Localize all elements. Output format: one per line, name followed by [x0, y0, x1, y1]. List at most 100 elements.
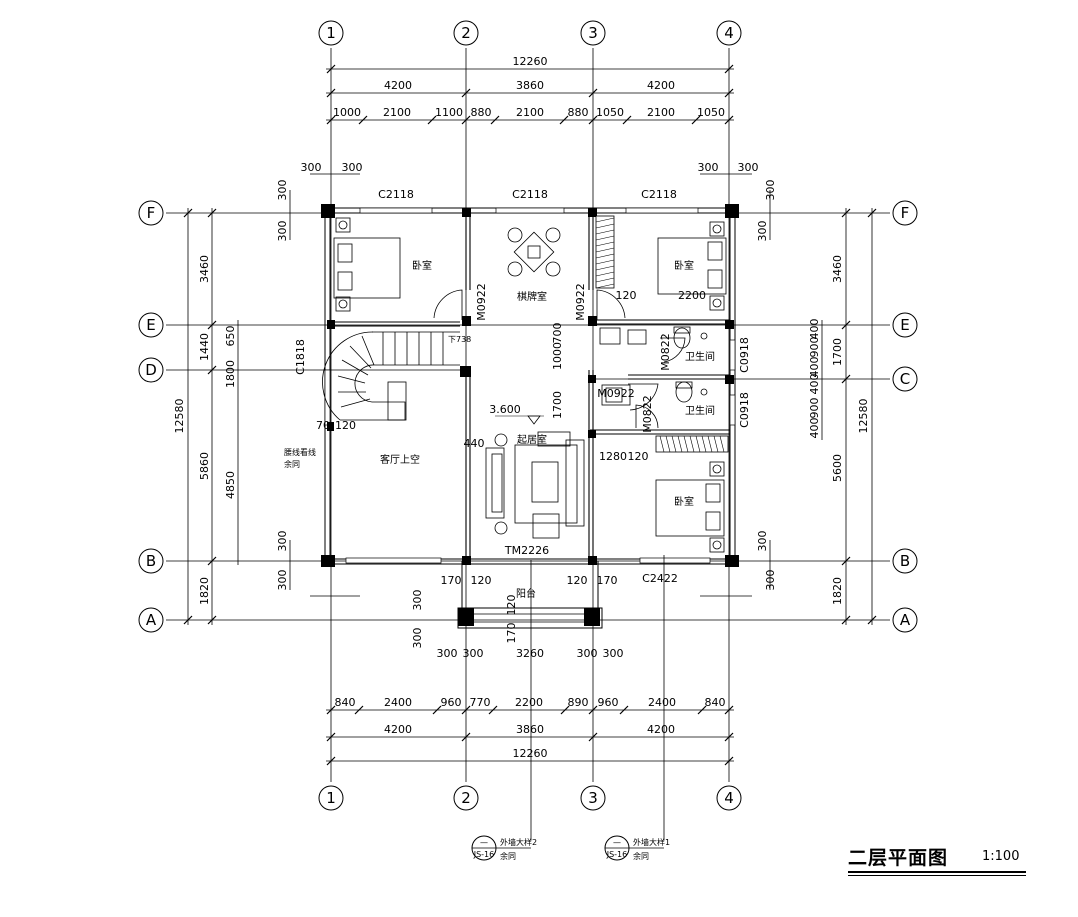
axis-label-D: D — [145, 361, 157, 379]
window-left-label: C1818 — [294, 339, 307, 375]
axis-label-2: 2 — [461, 24, 471, 42]
dim-right-inner-1: 400 — [808, 319, 821, 340]
door-d1-label: M0922 — [475, 283, 488, 321]
dim-left-wall-b2: 300 — [276, 570, 289, 591]
axis-label-3-bottom: 3 — [588, 789, 598, 807]
stair-ne — [595, 215, 615, 289]
dim-balcony-120b: 120 — [567, 574, 588, 587]
dim-left-inner-3: 4850 — [224, 471, 237, 499]
dim-right-wall-t1: 300 — [764, 180, 777, 201]
dim-balcony-170a: 170 — [441, 574, 462, 587]
axis-label-B: B — [146, 552, 156, 570]
door-d2-label: M0922 — [574, 283, 587, 321]
detail-ref-1-note: 余同 — [500, 851, 516, 861]
dim-top-wall-r2: 300 — [738, 161, 759, 174]
dim-left-wall-t1: 300 — [276, 180, 289, 201]
room-bedroom-se: 卧室 — [674, 495, 694, 508]
door-d4-label: M0822 — [659, 333, 672, 371]
dim-bottom-detail-8: 2400 — [648, 696, 676, 709]
waist-line-note: 余同 — [284, 459, 300, 469]
dim-top-bay-1: 4200 — [384, 79, 412, 92]
axis-label-C-right: C — [900, 370, 910, 388]
axis-label-F: F — [147, 204, 156, 222]
dim-balcony-l2: 300 — [411, 628, 424, 649]
waist-line-label: 腰线看线 — [284, 447, 316, 457]
dim-balcony-b4: 300 — [577, 647, 598, 660]
dim-balcony-b2: 300 — [463, 647, 484, 660]
detail-ref-2-number: — — [613, 838, 621, 847]
dim-bottom-bay-3: 4200 — [647, 723, 675, 736]
room-balcony: 阳台 — [516, 587, 536, 600]
door-bottom-label: TM2226 — [504, 544, 549, 557]
room-living-void: 客厅上空 — [380, 453, 420, 466]
window-bottom-right-label: C2422 — [642, 572, 678, 585]
dim-right-inner-3: 400 — [808, 357, 821, 378]
axis-label-B-right: B — [900, 552, 910, 570]
detail-ref-1-label: 外墙大样2 — [500, 837, 537, 847]
room-bedroom-nw: 卧室 — [412, 259, 432, 272]
dim-bottom-bay-1: 4200 — [384, 723, 412, 736]
dim-left-column-2: 120 — [335, 419, 356, 432]
axis-label-E-right: E — [900, 316, 909, 334]
title-underline-thin — [848, 875, 1026, 876]
dim-bottom-detail-4: 770 — [470, 696, 491, 709]
door-d3-label: M0922 — [597, 387, 635, 400]
dim-top-detail-4: 880 — [471, 106, 492, 119]
axis-label-3: 3 — [588, 24, 598, 42]
dim-top-detail-2: 2100 — [383, 106, 411, 119]
dim-top-detail-3: 1100 — [435, 106, 463, 119]
dim-bottom-bay-2: 3860 — [516, 723, 544, 736]
stair-down-label: 下738 — [448, 335, 471, 344]
dim-right-inner-6: 400 — [808, 418, 821, 439]
dim-700: 700 — [551, 323, 564, 344]
dim-left-column-1: 70 — [316, 419, 330, 432]
dim-left-total: 12580 — [173, 399, 186, 434]
axis-label-A: A — [146, 611, 157, 629]
dim-left-bay-2: 1440 — [198, 333, 211, 361]
dim-balcony-sub-170: 170 — [505, 623, 518, 644]
drawing-title: 二层平面图 — [848, 847, 949, 869]
dim-440: 440 — [464, 437, 485, 450]
dim-balcony-l1: 300 — [411, 590, 424, 611]
dim-left-wall-b1: 300 — [276, 531, 289, 552]
elevation-label: 3.600 — [489, 403, 521, 416]
axis-label-F-right: F — [901, 204, 910, 222]
dim-balcony-b5: 300 — [603, 647, 624, 660]
dim-1700: 1700 — [551, 391, 564, 419]
axis-label-E: E — [146, 316, 155, 334]
window-top-left-label: C2118 — [378, 188, 414, 201]
dim-left-inner-1: 650 — [224, 326, 237, 347]
dim-right-wall-b2: 300 — [764, 570, 777, 591]
dim-120b: 120 — [628, 450, 649, 463]
room-bathroom-1: 卫生间 — [685, 350, 715, 363]
dim-balcony-120a: 120 — [471, 574, 492, 587]
door-d5-label: M0822 — [641, 395, 654, 433]
dim-1280: 1280 — [599, 450, 627, 463]
dim-top-detail-9: 1050 — [697, 106, 725, 119]
detail-ref-1-sheet: JS-16 — [473, 850, 495, 859]
dim-balcony-b3: 3260 — [516, 647, 544, 660]
dim-bottom-detail-5: 2200 — [515, 696, 543, 709]
dim-bottom-detail-1: 840 — [335, 696, 356, 709]
dim-2200: 2200 — [678, 289, 706, 302]
dim-right-wall-b1: 300 — [756, 531, 769, 552]
axis-label-4: 4 — [724, 24, 734, 42]
window-right-upper-label: C0918 — [738, 337, 751, 373]
dim-bottom-detail-2: 2400 — [384, 696, 412, 709]
detail-ref-1-number: — — [480, 838, 488, 847]
dim-balcony-b1: 300 — [437, 647, 458, 660]
dim-top-bay-2: 3860 — [516, 79, 544, 92]
dim-left-bay-4: 1820 — [198, 577, 211, 605]
dim-left-bay-3: 5860 — [198, 452, 211, 480]
room-family: 起居室 — [517, 433, 547, 446]
dim-bottom-detail-3: 960 — [441, 696, 462, 709]
axis-label-1-bottom: 1 — [326, 789, 336, 807]
detail-ref-2-sheet: JS-16 — [606, 850, 628, 859]
dim-top-detail-7: 1050 — [596, 106, 624, 119]
dim-top-wall-l2: 300 — [342, 161, 363, 174]
dim-1000: 1000 — [551, 342, 564, 370]
dim-balcony-170b: 170 — [597, 574, 618, 587]
dim-bottom-detail-7: 960 — [598, 696, 619, 709]
dim-right-inner-2: 900 — [808, 337, 821, 358]
